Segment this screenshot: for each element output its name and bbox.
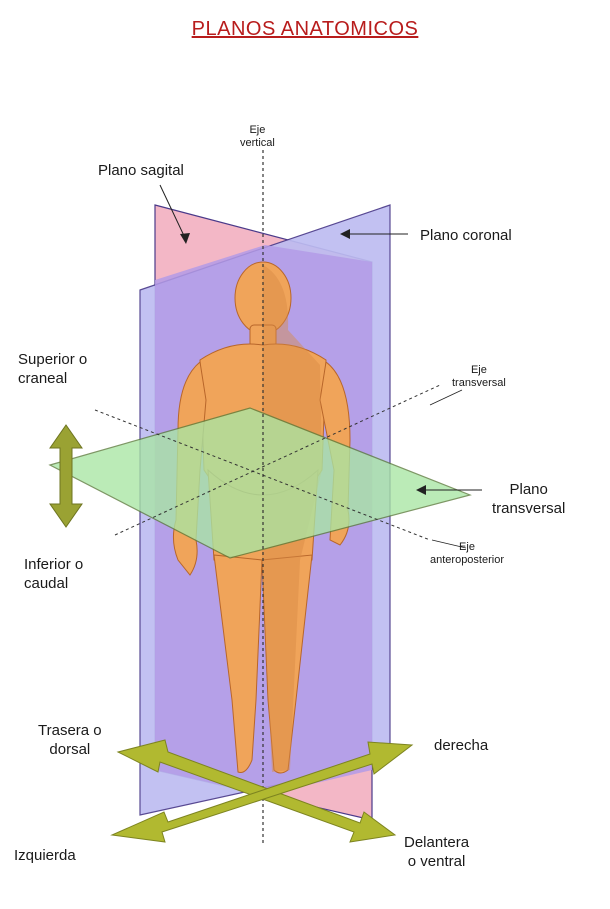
label-eje-vertical: Eje vertical xyxy=(240,124,275,150)
pointer-eje-transversal xyxy=(430,390,462,405)
label-derecha: derecha xyxy=(434,736,488,755)
label-inferior: Inferior o caudal xyxy=(24,555,83,593)
label-superior: Superior o craneal xyxy=(18,350,87,388)
label-eje-transversal: Eje transversal xyxy=(452,364,506,390)
label-eje-anteroposterior: Eje anteroposterior xyxy=(430,541,504,567)
label-trasera: Trasera o dorsal xyxy=(38,721,102,759)
transverse-plane xyxy=(50,408,470,558)
label-plano-sagital: Plano sagital xyxy=(98,161,184,180)
label-plano-transversal: Plano transversal xyxy=(492,480,565,518)
label-izquierda: Izquierda xyxy=(14,846,76,865)
label-plano-coronal: Plano coronal xyxy=(420,226,512,245)
label-delantera: Delantera o ventral xyxy=(404,833,469,871)
